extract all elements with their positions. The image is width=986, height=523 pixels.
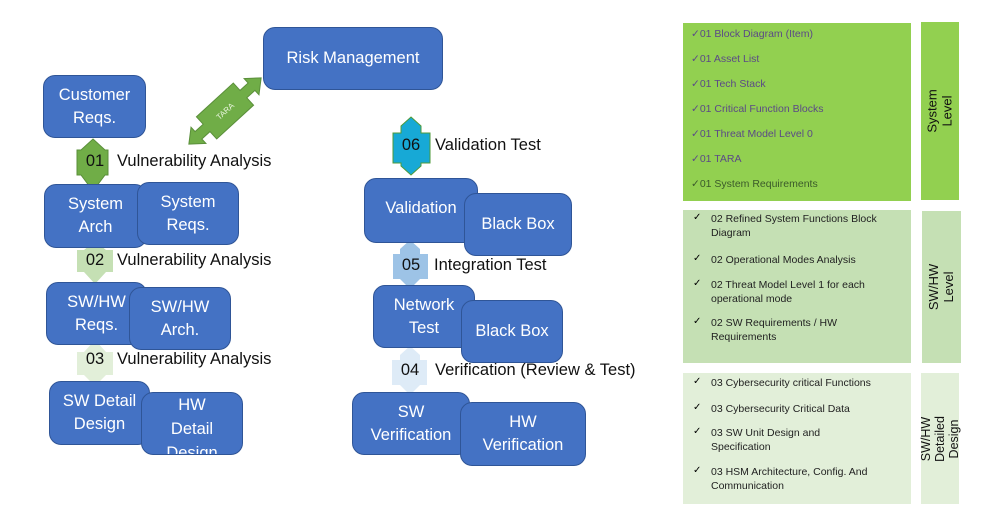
list-item: ✓01 Critical Function Blocks <box>691 102 824 116</box>
step-label-06: Validation Test <box>435 136 541 154</box>
item-text: 01 Threat Model Level 0 <box>699 128 813 140</box>
check-icon: ✓ <box>691 153 700 165</box>
step-label-04: Verification (Review & Test) <box>435 361 636 379</box>
list-item: 02 Refined System Functions Block Diagra… <box>711 213 877 239</box>
step-label-02: Vulnerability Analysis <box>117 251 272 269</box>
system-reqs-box: System Reqs. <box>137 182 239 245</box>
list-item: ✓01 Threat Model Level 0 <box>691 127 813 141</box>
check-icon: ✓ <box>693 212 702 223</box>
sw-verification-box: SW Verification <box>352 392 470 455</box>
double-arrow-04 <box>392 346 427 395</box>
list-item: 03 Cybersecurity Critical Data <box>711 403 850 415</box>
check-icon: ✓ <box>691 103 700 115</box>
tara-double-arrow <box>188 77 262 145</box>
side-label-text: SW/HW Level <box>926 263 957 311</box>
step-label-01: Vulnerability Analysis <box>117 152 272 170</box>
network-test-box: Network Test <box>373 285 475 348</box>
step-number-01: 01 <box>85 152 105 170</box>
system-arch-box: System Arch <box>44 184 147 248</box>
list-item: 03 Cybersecurity critical Functions <box>711 377 871 389</box>
list-item: ✓01 TARA <box>691 152 741 166</box>
list-item: 03 SW Unit Design and Specification <box>711 427 821 453</box>
item-text: 01 System Requirements <box>699 178 818 190</box>
check-icon: ✓ <box>691 53 700 65</box>
item-text: 01 Critical Function Blocks <box>699 103 824 115</box>
check-icon: ✓ <box>693 316 702 327</box>
list-item: 02 SW Requirements / HW Requirements <box>711 317 838 343</box>
step-number-05: 05 <box>401 256 421 274</box>
black-box-2: Black Box <box>461 300 563 363</box>
item-text: 01 Tech Stack <box>699 78 766 90</box>
double-arrow-02 <box>77 241 113 284</box>
item-text: 01 TARA <box>699 153 742 165</box>
list-item: ✓01 Block Diagram (Item) <box>691 27 813 41</box>
step-number-02: 02 <box>85 251 105 269</box>
double-arrow-03 <box>77 340 113 386</box>
swhw-detailed-design-side-label: SW/HW Detailed Design <box>919 373 962 504</box>
validation-box: Validation <box>364 178 478 243</box>
step-number-03: 03 <box>85 350 105 368</box>
check-icon: ✓ <box>691 128 700 140</box>
check-icon: ✓ <box>693 426 702 437</box>
check-icon: ✓ <box>693 402 702 413</box>
side-label-text: SW/HW Detailed Design <box>919 415 962 462</box>
item-text: 01 Block Diagram (Item) <box>699 28 814 40</box>
swhw-arch-box: SW/HW Arch. <box>129 287 231 350</box>
step-number-04: 04 <box>400 361 420 379</box>
system-level-panel: ✓01 Block Diagram (Item) ✓01 Asset List … <box>683 23 911 201</box>
swhw-detailed-design-panel: ✓ 03 Cybersecurity critical Functions ✓ … <box>683 373 911 504</box>
step-label-03: Vulnerability Analysis <box>117 350 272 368</box>
list-item: ✓01 System Requirements <box>691 177 818 191</box>
item-text: 01 Asset List <box>699 53 760 65</box>
hw-verification-box: HW Verification <box>460 402 586 466</box>
check-icon: ✓ <box>691 178 700 190</box>
check-icon: ✓ <box>693 465 702 476</box>
side-label-text: System Level <box>925 89 955 133</box>
double-arrow-06 <box>392 116 431 176</box>
risk-management-box: Risk Management <box>263 27 443 90</box>
step-number-06: 06 <box>401 136 421 154</box>
double-arrow-05 <box>393 240 428 289</box>
step-label-05: Integration Test <box>434 256 547 274</box>
list-item: 02 Threat Model Level 1 for each operati… <box>711 279 865 305</box>
check-icon: ✓ <box>691 78 700 90</box>
check-icon: ✓ <box>693 376 702 387</box>
list-item: ✓01 Asset List <box>691 52 759 66</box>
list-item: 02 Operational Modes Analysis <box>711 254 856 266</box>
sw-detail-design-box: SW Detail Design <box>49 381 150 445</box>
customer-reqs-box: Customer Reqs. <box>43 75 146 138</box>
check-icon: ✓ <box>693 278 702 289</box>
list-item: 03 HSM Architecture, Config. And Communi… <box>711 466 868 492</box>
system-level-side-label: System Level <box>921 22 959 200</box>
hw-detail-design-box: HW Detail Design <box>141 392 243 455</box>
check-icon: ✓ <box>693 253 702 264</box>
black-box-1: Black Box <box>464 193 572 256</box>
list-item: ✓01 Tech Stack <box>691 77 766 91</box>
swhw-level-side-label: SW/HW Level <box>922 211 961 363</box>
swhw-level-panel: ✓ 02 Refined System Functions Block Diag… <box>683 210 911 363</box>
check-icon: ✓ <box>691 28 700 40</box>
